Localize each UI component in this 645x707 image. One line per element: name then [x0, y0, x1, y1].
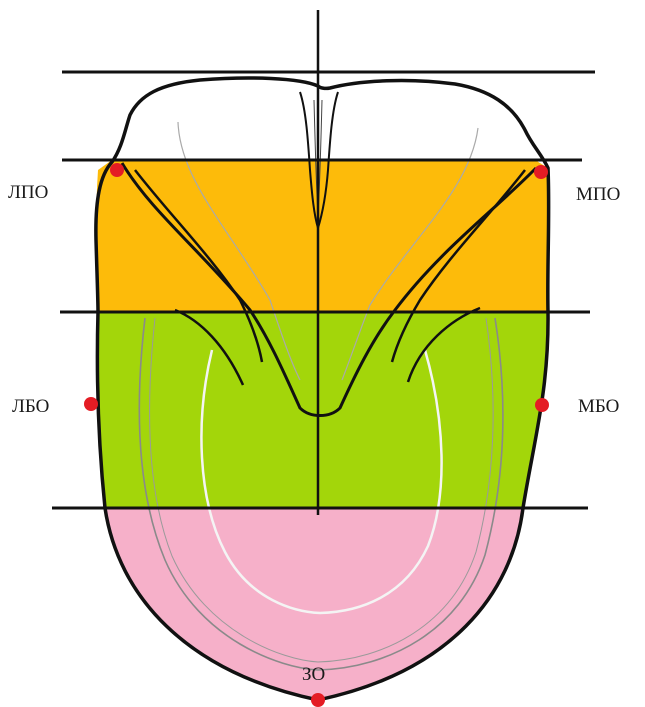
- point-zo-marker: [311, 693, 325, 707]
- label-lpo: ЛПО: [8, 182, 48, 203]
- point-lbo-marker: [84, 397, 98, 411]
- label-mbo: МБО: [578, 396, 619, 417]
- point-mbo-marker: [535, 398, 549, 412]
- label-lbo: ЛБО: [12, 396, 49, 417]
- label-zo: ЗО: [302, 664, 325, 685]
- point-mpo-marker: [534, 165, 548, 179]
- zone-upper-orange: [90, 160, 560, 312]
- label-mpo: МПО: [576, 184, 620, 205]
- point-lpo-marker: [110, 163, 124, 177]
